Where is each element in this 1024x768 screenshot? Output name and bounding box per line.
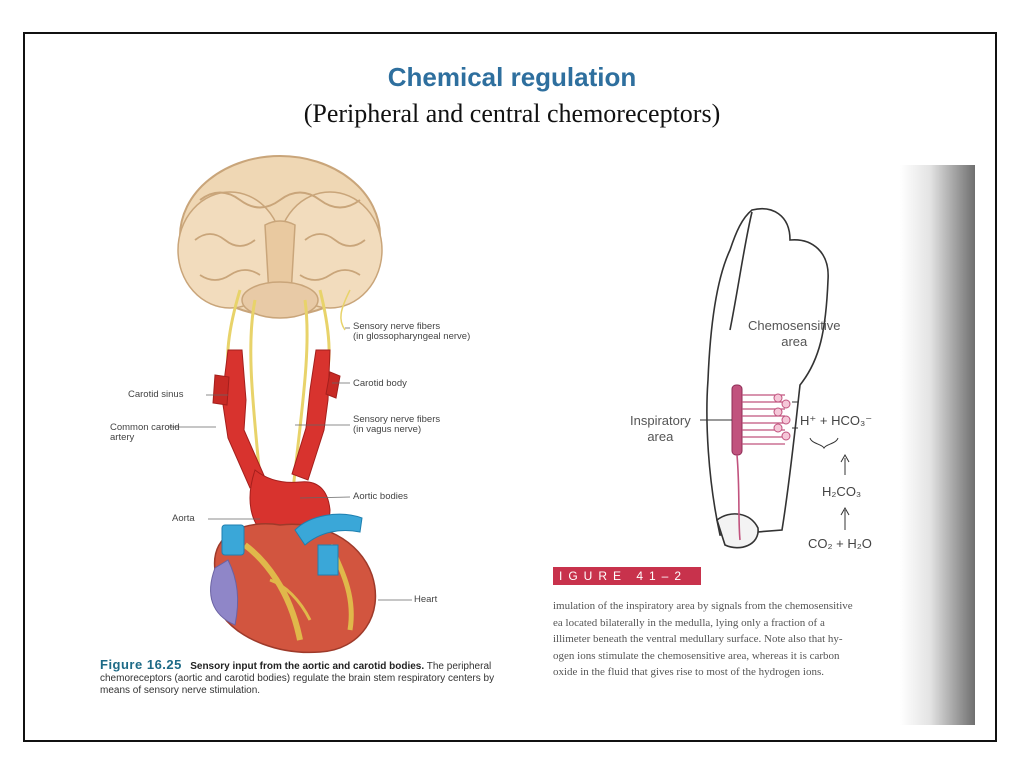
reactants-label: CO₂ + H₂O [808,536,872,551]
label-line: area [781,334,808,349]
label-line: Sensory nerve fibers [353,321,441,332]
label-chemosensitive-area: Chemosensitive area [748,318,841,350]
figure-tag: IGURE 41–2 [553,567,701,585]
caption-text: The peripheral chemoreceptors (aortic an… [100,661,495,696]
slide-frame [23,32,997,742]
page-fold-shadow [900,165,975,725]
label-line: (in vagus nerve) [353,424,422,435]
label-sensory-vagus: Sensory nerve fibers (in vagus nerve) [353,415,440,435]
label-line: (in glossopharyngeal nerve) [353,331,471,342]
caption-line: ea located bilaterally in the medulla, l… [553,616,825,629]
label-line: Common carotid [110,422,180,433]
caption-heading: Sensory input from the aortic and caroti… [190,661,425,672]
label-sensory-glossopharyngeal: Sensory nerve fibers (in glossopharyngea… [353,322,470,342]
inspiratory-area-cells [731,384,791,541]
caption-line: illimeter beneath the ventral medullary … [553,633,843,645]
slide-subtitle: (Peripheral and central chemoreceptors) [303,99,721,128]
figure-number: Figure 16.25 [100,657,182,672]
label-carotid-body: Carotid body [353,378,407,389]
brain-illustration [177,155,383,319]
label-common-carotid-artery: Common carotid artery [110,423,180,443]
label-aorta: Aorta [172,513,195,524]
label-aortic-bodies: Aortic bodies [353,491,408,502]
heart-illustration [210,513,377,654]
caption-line: ogen ions stimulate the chemosensitive a… [553,649,840,662]
label-line: artery [110,432,135,443]
left-figure-caption: Figure 16.25 Sensory input from the aort… [100,657,510,697]
label-line: Chemosensitive [748,318,841,333]
right-figure-caption: imulation of the inspiratory area by sig… [553,598,958,681]
label-heart: Heart [414,594,438,605]
label-line: Inspiratory [630,413,691,428]
slide-title: Chemical regulation [387,62,637,92]
label-carotid-sinus: Carotid sinus [128,389,184,400]
caption-line: imulation of the inspiratory area by sig… [553,600,853,612]
label-line: area [647,429,674,444]
label-line: Sensory nerve fibers [353,414,441,425]
carbonic-acid-label: H₂CO₃ [822,484,862,499]
caption-line: oxide in the fluid that gives rise to mo… [553,666,824,678]
ions-label: H⁺ + HCO₃⁻ [800,413,873,428]
label-inspiratory-area: Inspiratory area [630,413,691,445]
